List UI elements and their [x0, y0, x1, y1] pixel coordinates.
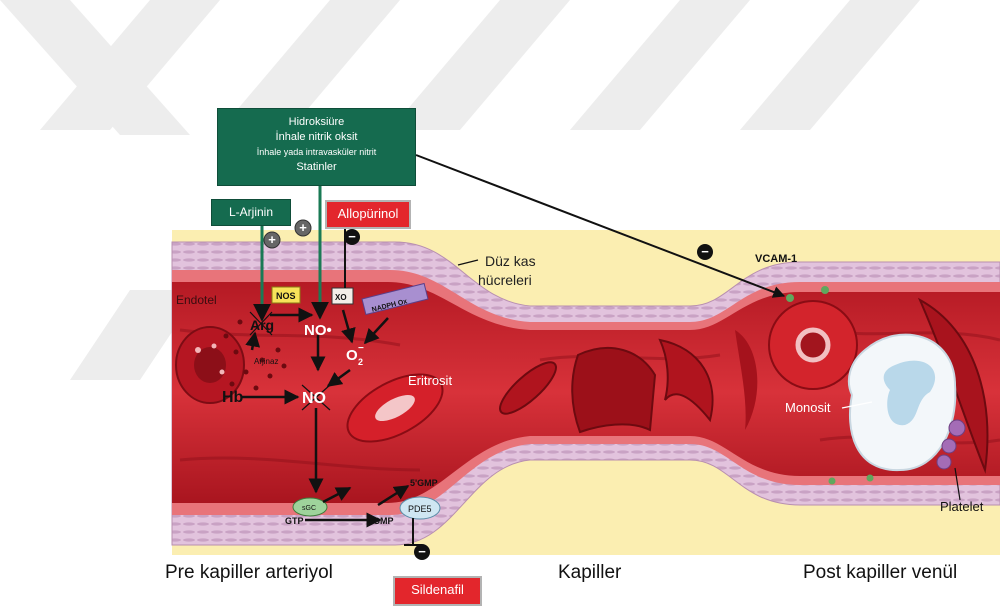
- xo-label: XO: [335, 293, 347, 302]
- gtp-label: GTP: [285, 516, 304, 526]
- svg-text:−: −: [418, 544, 426, 559]
- hb-label: Hb: [222, 389, 244, 406]
- allopurinol-box: Allopürinol: [325, 200, 411, 229]
- monosit-label: Monosit: [785, 400, 831, 415]
- arjinaz-label: Arjinaz: [254, 357, 278, 366]
- l-arjinin-box: L-Arjinin: [211, 199, 291, 226]
- svg-text:O: O: [346, 347, 358, 364]
- treatment-box: Hidroksiüre İnhale nitrik oksit İnhale y…: [217, 108, 416, 186]
- svg-text:−: −: [348, 229, 356, 244]
- arg-label: Arg: [250, 317, 274, 333]
- sildenafil-box: Sildenafil: [393, 576, 482, 606]
- pde5-label: PDE5: [408, 504, 432, 514]
- vcam-label: VCAM-1: [755, 253, 797, 265]
- eritrosit-label: Eritrosit: [408, 373, 452, 388]
- cgmp-label: cGMP: [368, 516, 394, 526]
- region-label-pre-capillary: Pre kapiller arteriyol: [165, 562, 333, 584]
- treatment-line: İnhale nitrik oksit: [218, 130, 415, 145]
- duz-kas-label-line2: hücreleri: [478, 272, 532, 288]
- sgc-label: sGC: [302, 505, 316, 512]
- adhered-red-cell: [769, 301, 857, 389]
- minus-icon: −: [414, 544, 430, 560]
- no-radical-label: NO•: [304, 322, 332, 339]
- gmp5-label: 5'GMP: [410, 478, 438, 488]
- platelet-label: Platelet: [940, 499, 984, 514]
- plus-icon: +: [264, 232, 280, 248]
- svg-text:+: +: [299, 220, 307, 235]
- treatment-line: Statinler: [218, 160, 415, 175]
- plus-icon: +: [295, 220, 311, 236]
- minus-icon: −: [697, 244, 713, 260]
- no-label: NO: [302, 390, 326, 407]
- svg-text:−: −: [358, 343, 364, 354]
- svg-text:−: −: [701, 244, 709, 259]
- svg-text:2: 2: [358, 357, 363, 367]
- treatment-line: Hidroksiüre: [218, 115, 415, 130]
- svg-text:+: +: [268, 232, 276, 247]
- region-label-capillary: Kapiller: [558, 562, 621, 584]
- endotel-label: Endotel: [176, 293, 217, 307]
- monocyte: [849, 335, 955, 470]
- duz-kas-label: Düz kas: [485, 253, 536, 269]
- treatment-line: İnhale yada intravasküler nitrit: [218, 145, 415, 160]
- nos-label: NOS: [276, 291, 296, 301]
- minus-icon: −: [344, 229, 360, 245]
- region-label-post-capillary: Post kapiller venül: [803, 562, 1000, 584]
